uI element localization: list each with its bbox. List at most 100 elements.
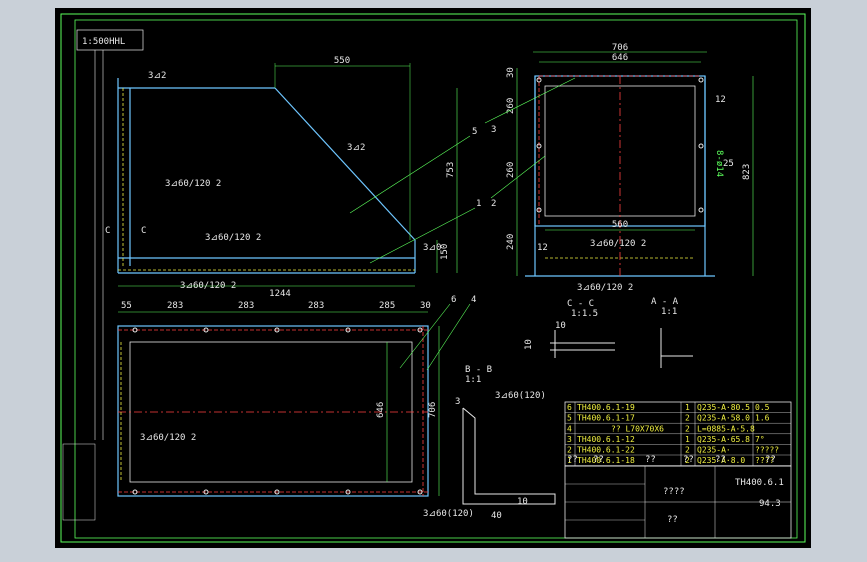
front-dim-length: 1244: [269, 289, 291, 299]
sheet-border: [60, 13, 806, 543]
top-dim-outer: 706: [428, 402, 438, 418]
bom-cell-no: 6: [567, 403, 572, 412]
bolt-hole: [132, 489, 138, 495]
title-scale: 94.3: [759, 499, 781, 509]
side-view[interactable]: 706 646 30 260 260 240 823 560 12 3⊿60/1…: [484, 43, 754, 293]
bom-cell-name: ?? L70X70X6: [611, 424, 664, 433]
bom-cell-weight: ?????: [755, 446, 779, 455]
bom-header: ??: [683, 455, 694, 465]
front-dim-top: 550: [334, 56, 350, 66]
weld-label: 3⊿60/120 2: [165, 179, 221, 189]
bom-cell-qty: 2: [685, 446, 690, 455]
bom-cell-no: 5: [567, 414, 572, 423]
bom-cell-code: TH400.6.1-19: [577, 403, 635, 412]
section-dim: 10: [524, 339, 534, 350]
bolt-hole: [536, 77, 542, 83]
inner-border: [74, 19, 798, 539]
bom-header: ??: [567, 455, 578, 465]
bom-cell-material: Q235-A·58.0: [697, 414, 750, 423]
section-profile: [462, 407, 556, 505]
bolt-hole: [417, 327, 423, 333]
cad-viewport[interactable]: 1:500HHL 550 753 150 1244 3⊿2 3⊿2 3⊿60/1…: [55, 8, 811, 548]
leader: [349, 135, 471, 214]
leader: [399, 303, 451, 369]
bolt-hole: [274, 327, 280, 333]
section-aa[interactable]: A - A 1:1: [651, 297, 693, 368]
side-dim-inner: 646: [612, 53, 628, 63]
bolt-hole: [345, 327, 351, 333]
callout: 6: [451, 295, 456, 305]
side-dim-middle: 260: [506, 162, 516, 178]
bom-header: ??: [593, 455, 604, 465]
bom-cell-no: 3: [567, 435, 572, 444]
section-title: B - B: [465, 365, 492, 375]
bom-cell-material: L=0885-A·5.8: [697, 424, 755, 433]
hole-note: 25: [723, 159, 734, 169]
top-view[interactable]: 55 283 283 283 285 30 646 706 3⊿60/120 2…: [117, 295, 476, 519]
bom-cell-material: Q235-A·80.5: [697, 403, 750, 412]
leader: [484, 77, 576, 124]
bom-cell-qty: 2: [685, 414, 690, 423]
section-cc[interactable]: C - C 1:1.5 10 10: [524, 299, 615, 358]
bolt-hole: [698, 143, 704, 149]
bom-cell-material: Q235-A·: [697, 446, 731, 455]
bom-cell-material: Q235-A·65.8: [697, 435, 750, 444]
leader: [490, 155, 546, 199]
top-dim: 283: [308, 301, 324, 311]
top-dim: 55: [121, 301, 132, 311]
callout: 3: [491, 125, 496, 135]
section-title: C - C: [567, 299, 594, 309]
bolt-hole: [132, 327, 138, 333]
section-title: A - A: [651, 297, 679, 307]
bom-cell-qty: 2: [685, 456, 690, 465]
weld-label: 3⊿2: [347, 143, 365, 153]
bom-cell-no: 2: [567, 446, 572, 455]
bolt-hole: [698, 207, 704, 213]
bolt-hole: [203, 327, 209, 333]
bolt-hole: [417, 489, 423, 495]
weld-label: 3⊿60/120 2: [590, 239, 646, 249]
side-dim-top: 30: [506, 67, 516, 78]
bolt-hole: [536, 143, 542, 149]
callout: 1: [476, 199, 481, 209]
weld-label: 12: [715, 95, 726, 105]
side-dim-foot: 12: [537, 243, 548, 253]
callout: 2: [491, 199, 496, 209]
scale-note: 1:500HHL: [82, 37, 125, 47]
top-dim: 283: [167, 301, 183, 311]
bom-cell-weight: 1.6: [755, 414, 770, 423]
bom-cell-qty: 1: [685, 403, 690, 412]
bom-cell-qty: 2: [685, 424, 690, 433]
bom-cell-code: TH400.6.1-22: [577, 446, 635, 455]
bom-cell-no: 4: [567, 424, 572, 433]
section-mark: C: [105, 226, 110, 236]
section-dim: 10: [517, 497, 528, 507]
front-view[interactable]: 550 753 150 1244 3⊿2 3⊿2 3⊿60/120 2 3⊿60…: [105, 56, 481, 299]
bom-cell-code: TH400.6.1-18: [577, 456, 635, 465]
section-scale: 1:1: [661, 307, 677, 317]
title-block[interactable]: ???? TH400.6.1 ?? 94.3 ?? ?? ?? ?? ?? ??: [564, 455, 792, 539]
bom-header: ??: [715, 455, 726, 465]
title-project: ????: [663, 487, 685, 497]
drawing-canvas[interactable]: 1:500HHL 550 753 150 1244 3⊿2 3⊿2 3⊿60/1…: [55, 8, 811, 548]
section-scale: 1:1: [465, 375, 481, 385]
bom-cell-qty: 1: [685, 435, 690, 444]
front-diagonal-edge: [274, 87, 416, 241]
leader: [369, 207, 476, 264]
weld-label: 3⊿0: [423, 243, 441, 253]
title-sheet: ??: [667, 515, 678, 525]
bom-cell-weight: 7°: [755, 435, 765, 444]
section-bb[interactable]: B - B 1:1 3⊿60(120) 3 40 10: [455, 365, 556, 521]
side-dim-upper: 260: [506, 98, 516, 114]
front-dim-height: 753: [446, 162, 456, 178]
callout: 4: [471, 295, 476, 305]
top-dim: 285: [379, 301, 395, 311]
hole-note: 8-ø14: [714, 150, 724, 177]
weld-label: 3⊿60(120): [423, 509, 474, 519]
weld-label: 3⊿60/120 2: [205, 233, 261, 243]
bom-header: ??: [645, 455, 656, 465]
section-dim: 10: [555, 321, 566, 331]
top-dim: 283: [238, 301, 254, 311]
bom-cell-weight: 0.5: [755, 403, 770, 412]
